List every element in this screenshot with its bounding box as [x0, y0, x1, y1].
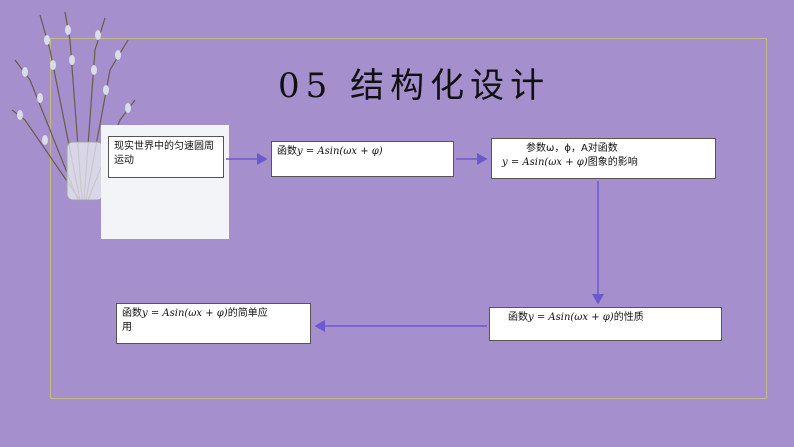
node-params-line1: 参数ω，ϕ，A对函数 — [526, 143, 618, 154]
node-application-line2: 用 — [122, 322, 132, 333]
node-params-formula: y = Asin(ωx + φ) — [502, 157, 588, 168]
node-function-formula: y = Asin(ωx + φ) — [297, 146, 383, 157]
node-function: 函数y = Asin(ωx + φ) — [271, 141, 454, 177]
node-application-formula: y = Asin(ωx + φ) — [142, 308, 228, 319]
node-properties-formula: y = Asin(ωx + φ) — [528, 312, 614, 323]
node-motion-text: 现实世界中的匀速圆周运动 — [114, 141, 214, 166]
pussy-willow-vase-icon — [11, 11, 136, 201]
node-application-suffix: 的简单应 — [227, 308, 268, 319]
node-params-suffix: 图象的影响 — [587, 157, 638, 168]
node-function-prefix: 函数 — [277, 146, 297, 157]
node-parameter-effects: 参数ω，ϕ，A对函数 y = Asin(ωx + φ)图象的影响 — [491, 138, 716, 179]
page-title: 05 结构化设计 — [278, 66, 551, 106]
node-uniform-circular-motion: 现实世界中的匀速圆周运动 — [108, 136, 224, 178]
node-properties-suffix: 的性质 — [613, 312, 644, 323]
node-application-prefix: 函数 — [122, 308, 142, 319]
node-properties-prefix: 函数 — [508, 312, 528, 323]
node-function-properties: 函数y = Asin(ωx + φ)的性质 — [489, 307, 722, 341]
node-simple-application: 函数y = Asin(ωx + φ)的简单应 用 — [116, 303, 311, 344]
slide-frame — [50, 38, 767, 399]
